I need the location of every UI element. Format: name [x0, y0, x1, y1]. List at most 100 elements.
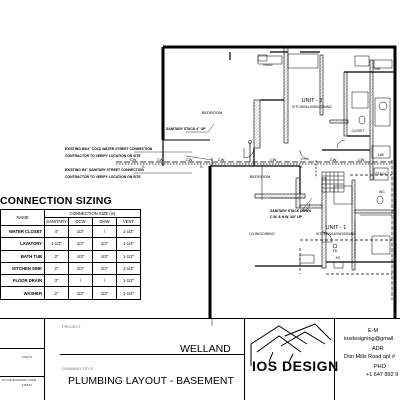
- sanitary-connection-note: EXISTING Ø4" SANITARY STREET CONNECTION: [65, 168, 144, 172]
- stack-down-note-2: C.W. & H.W. 3/4" UP: [270, 215, 303, 219]
- table-cell: 1/2": [68, 261, 93, 276]
- table-cell: 1/2": [68, 249, 93, 263]
- phone-label: PHO: [374, 364, 386, 370]
- cw-marker: CW: [186, 158, 193, 162]
- table-cell: 2": [44, 249, 69, 263]
- door-swings: [243, 139, 346, 243]
- cw-marker: CW: [218, 158, 225, 162]
- san-marker: S: [300, 165, 303, 169]
- table-header-row: NAME CONNECTION SIZE (in): [0, 209, 142, 226]
- table-cell: 2": [44, 261, 69, 276]
- table-cell: 1/2": [92, 249, 117, 263]
- cw-marker: CW: [358, 158, 365, 162]
- table-cell: 4": [44, 224, 69, 239]
- exterior-walls: [161, 45, 397, 318]
- cw-marker: CW: [330, 158, 337, 162]
- hatched-walls: [253, 46, 396, 271]
- title-block-divider: [0, 348, 44, 349]
- table-cell: 1/2": [92, 237, 117, 251]
- drawing-title: PLUMBING LAYOUT - BASEMENT: [68, 375, 234, 387]
- sanitary-connection-note-2: CONTRACTOR TO VERIFY LOCATION ON SITE: [65, 175, 141, 179]
- table-cell: 1/2": [92, 261, 117, 276]
- drawing-title-label: DRAWING TITLE: [62, 366, 94, 371]
- cw-marker: CW: [130, 158, 137, 162]
- fixture-name: KITCHEN SINK: [0, 261, 45, 276]
- address-label: ADR: [372, 346, 384, 352]
- room-label: PWDR: [263, 63, 273, 67]
- fixture-name: BATH TUB: [0, 249, 45, 263]
- phone-value: +1 647 892 9: [366, 372, 399, 378]
- san-marker: S: [142, 165, 145, 169]
- cw-markers: CW CW CW CW CW CW CW S S S: [130, 158, 365, 169]
- column-header: SANITARY: [44, 217, 69, 226]
- table-cell: /: [92, 274, 117, 288]
- fixture-tag-lav: LAV: [378, 153, 385, 157]
- room-label: KITCHEN/LIVING/DINING: [316, 232, 356, 236]
- room-label: BEDROOM: [250, 174, 271, 179]
- sanitary-stack-note: SANITARY STACK 4" UP: [166, 127, 206, 131]
- table-row: FLOOR DRAIN 3" / / 1-1/2": [0, 274, 142, 288]
- table-cell: 1-1/2": [115, 274, 142, 288]
- fixture-name: LAVATORY: [0, 237, 45, 251]
- email-label: E-M: [368, 328, 379, 334]
- table-cell: 1-1/4": [115, 237, 142, 251]
- water-connection-note-2: CONTRACTOR TO VERIFY LOCATION ON SITE: [65, 154, 141, 158]
- title-block-divider: [0, 376, 44, 377]
- table-cell: 2": [44, 286, 69, 300]
- column-header: DCW: [68, 217, 93, 226]
- service-lines: [116, 142, 393, 300]
- toilet-symbol: [376, 195, 384, 205]
- cw-marker: CW: [157, 158, 164, 162]
- fixture-tag-fd: FD: [333, 249, 338, 253]
- room-label: TUB: [372, 66, 380, 71]
- table-row: WATER CLOSET 4" 1/2" / 1-1/2": [0, 224, 142, 239]
- detail-lines: [211, 53, 393, 326]
- column-header: DHW: [92, 217, 117, 226]
- room-label: UNIT - 1: [326, 225, 347, 231]
- kitchen-sink-symbol: [257, 54, 268, 62]
- stack-symbol: [248, 140, 252, 144]
- address-value: Don Mills Road apt #: [344, 354, 396, 360]
- fixture-tag-ks: KS: [336, 256, 341, 260]
- title-block-divider: [44, 318, 45, 400]
- column-group-header: CONNECTION SIZE (in): [43, 209, 142, 218]
- left-note: IN THE BUILDING CODE: [2, 378, 37, 382]
- fixture-name: WASHER: [0, 286, 45, 300]
- table-row: LAVATORY 1-1/2" 1/2" 1/2" 1-1/4": [0, 237, 142, 251]
- connection-sizing-title: CONNECTION SIZING: [0, 195, 112, 207]
- stack-down-note: SANITARY STACK DOWN: [270, 209, 311, 213]
- left-code-1: 109174: [22, 355, 33, 359]
- plumbing-notes: SANITARY STACK 4" UP EXISTING Ø3/4" COLD…: [65, 127, 311, 219]
- table-row: BATH TUB 2" 1/2" 1/2" 1-1/2": [0, 249, 142, 263]
- room-label: UNIT - 2: [302, 98, 323, 104]
- table-row: KITCHEN SINK 2" 1/2" 1/2" 1-1/2": [0, 261, 142, 276]
- left-code-2: 115513: [22, 383, 32, 387]
- toilet-symbol: [358, 115, 366, 125]
- table-cell: /: [68, 274, 93, 288]
- fixture-tags: WC KS LAV FD STACK: [333, 153, 388, 260]
- fixture-name: WATER CLOSET: [0, 224, 45, 239]
- title-block-divider: [334, 318, 335, 400]
- project-label: PROJECT: [62, 324, 81, 329]
- room-label: BEDROOM: [202, 110, 223, 115]
- table-cell: 1/2": [68, 224, 93, 239]
- logo-wordmark: IOS DESIGN: [252, 358, 339, 374]
- table-cell: 1-1/2": [115, 261, 142, 276]
- table-cell: 1/2": [68, 237, 93, 251]
- project-name: WELLAND: [180, 343, 231, 355]
- room-label: KITCHEN/LIVING/DINING: [292, 105, 332, 109]
- room-label: LIVING/DINING: [249, 232, 275, 236]
- table-cell: 1-1/4": [115, 286, 142, 300]
- fixture-name: FLOOR DRAIN: [0, 274, 45, 288]
- fixture-tag-stack: STACK: [375, 172, 387, 176]
- kitchen-sink-symbol: [333, 261, 344, 269]
- column-header-name: NAME: [0, 209, 45, 226]
- title-block: 109174 IN THE BUILDING CODE 115513 PROJE…: [0, 318, 400, 400]
- fixture-symbols: [248, 54, 384, 269]
- room-label: CLOSET: [352, 129, 365, 133]
- table-cell: 3": [44, 274, 69, 288]
- table-cell: 1-1/2": [115, 249, 142, 263]
- table-cell: 1/2": [92, 286, 117, 300]
